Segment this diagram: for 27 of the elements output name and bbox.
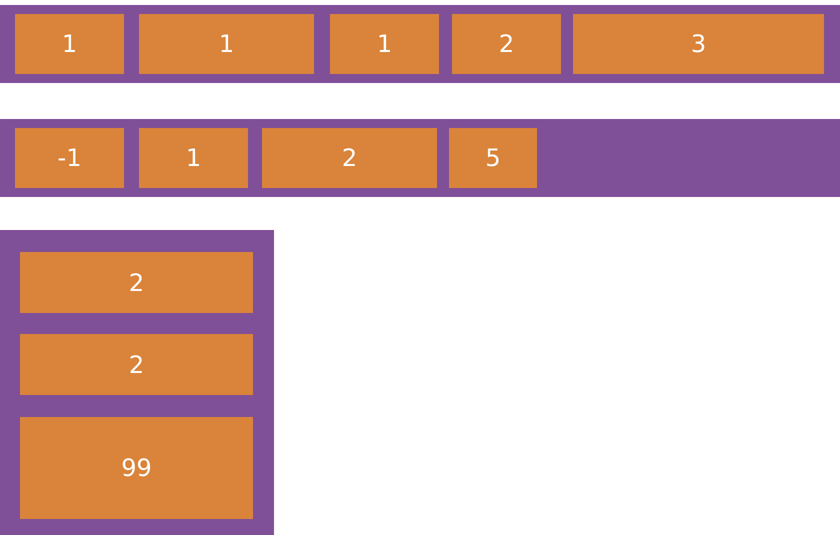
container-panel [0,119,840,197]
order-number: 2 [342,144,358,172]
flex-item [330,14,439,74]
container-panel [0,5,840,83]
order-number: 3 [690,30,706,58]
flex-item [20,252,253,313]
order-number: 1 [376,30,392,58]
order-number: 99 [121,454,152,482]
flex-item [449,128,537,188]
flex-item [20,334,253,395]
order-number: 5 [485,144,501,172]
order-number: 1 [62,30,78,58]
order-number: 2 [128,350,144,378]
flex-item [139,14,314,74]
flex-item [262,128,437,188]
order-number: 2 [128,268,144,296]
flex-item [15,14,124,74]
flex-item [20,417,253,519]
container-panel [0,230,274,535]
order-number: 1 [186,144,202,172]
flex-item [452,14,561,74]
order-number: -1 [58,144,82,172]
order-number: 1 [218,30,234,58]
order-number: 2 [498,30,514,58]
flex-item [139,128,248,188]
flex-item [15,128,124,188]
flex-item [573,14,824,74]
